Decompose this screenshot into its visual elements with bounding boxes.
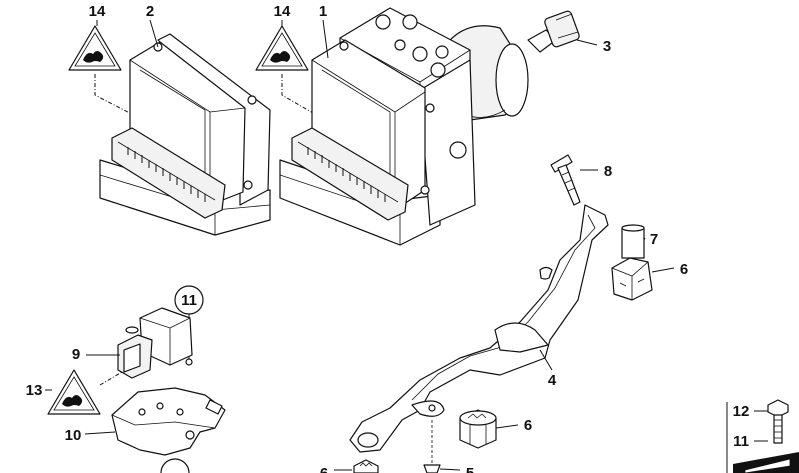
svg-text:11: 11 [181,292,197,309]
leader-warn-b [281,74,326,150]
callout-sensor-bracket: 10 [65,427,82,444]
callout-nut: 6 [524,417,532,434]
callout-bracket: 4 [548,372,557,389]
callout-sleeve: 7 [650,231,658,248]
bracket [349,204,609,453]
leader-warn-c [99,371,123,386]
callout-warn-a: 14 [89,3,106,20]
control-unit [99,33,271,236]
nut-right [459,409,497,449]
callout-bottom-6: 6 [320,465,328,473]
callout-control-unit: 2 [146,3,154,20]
warning-triangle-c [47,369,101,415]
legend-label-12: 12 [733,403,750,420]
callout-warn-b: 14 [274,3,291,20]
legend-bolt [767,399,789,444]
yaw-sensor [117,307,193,379]
callout-warn-c: 13 [26,382,43,399]
sensor-bracket [111,387,226,456]
callout-circle-11: 11 [174,285,204,315]
sleeve [621,224,645,259]
grommet-right [611,257,653,301]
warning-triangle-b [255,25,309,71]
pressure-sensor [527,10,580,53]
legend-black-wedge [733,452,799,473]
warning-triangle-a [68,25,122,71]
legend-label-11: 11 [733,433,749,450]
bolt-top [550,154,581,206]
hydraulic-unit [279,7,529,246]
callout-hydraulic-unit: 1 [319,3,327,20]
callout-sensor: 3 [603,38,611,55]
callout-circle-bottom-partial [160,458,190,473]
callout-grommet: 6 [680,261,688,278]
legend-box: 12 11 [726,399,799,473]
callout-yaw-sensor: 9 [72,346,80,363]
callout-bolt: 8 [604,163,612,180]
callout-bottom-5: 5 [466,465,474,473]
nut-bottom [353,459,379,473]
bolt-bottom [423,420,441,473]
